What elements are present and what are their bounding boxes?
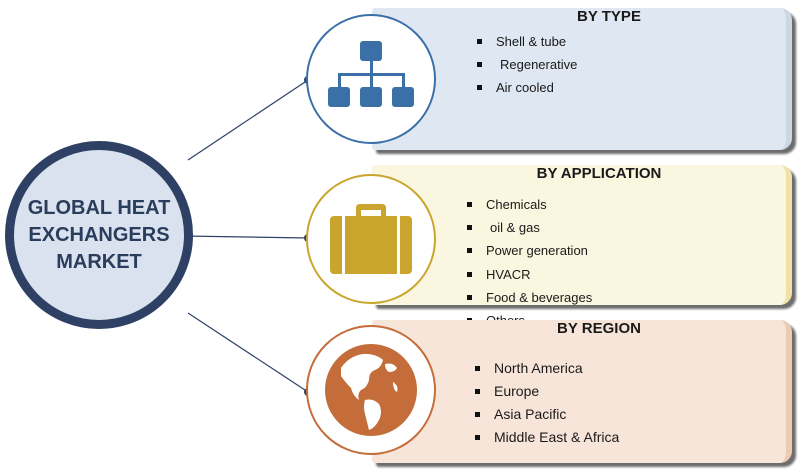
segment-panel-application: BY APPLICATION Chemicals oil & gas Power… [372,165,792,328]
list-item: Middle East & Africa [474,428,619,451]
connector-region [187,312,309,393]
type-icon-circle [306,14,436,144]
segment-panel-region: BY REGION North America Europe Asia Paci… [372,320,792,463]
region-icon-circle [306,325,436,455]
segment-list-type: Shell & tube Regenerative Air cooled [476,33,577,102]
connector-application [182,235,309,239]
segment-list-region: North America Europe Asia Pacific Middle… [474,359,619,451]
hub-title: GLOBAL HEAT EXCHANGERS MARKET [27,196,171,273]
list-item: North America [474,359,619,382]
segment-heading-application: BY APPLICATION [536,165,662,182]
list-item: Chemicals [466,196,592,219]
segment-list-application: Chemicals oil & gas Power generation HVA… [466,196,592,335]
briefcase-icon [330,204,412,274]
list-item: Asia Pacific [474,405,619,428]
connector-type [187,79,309,161]
segment-panel-type: BY TYPE Shell & tube Regenerative Air co… [372,8,792,150]
application-icon-circle [306,174,436,304]
globe-icon [325,344,417,436]
segment-heading-region: BY REGION [557,320,641,337]
list-item: Europe [474,382,619,405]
list-item: oil & gas [466,219,592,242]
list-item: Power generation [466,242,592,265]
segment-heading-type: BY TYPE [577,8,641,25]
list-item: HVACR [466,266,592,289]
list-item: Shell & tube [476,33,577,56]
hub-circle: GLOBAL HEAT EXCHANGERS MARKET [5,141,193,329]
list-item: Air cooled [476,79,577,102]
list-item: Food & beverages [466,289,592,312]
hierarchy-icon [328,41,414,107]
list-item: Regenerative [476,56,577,79]
